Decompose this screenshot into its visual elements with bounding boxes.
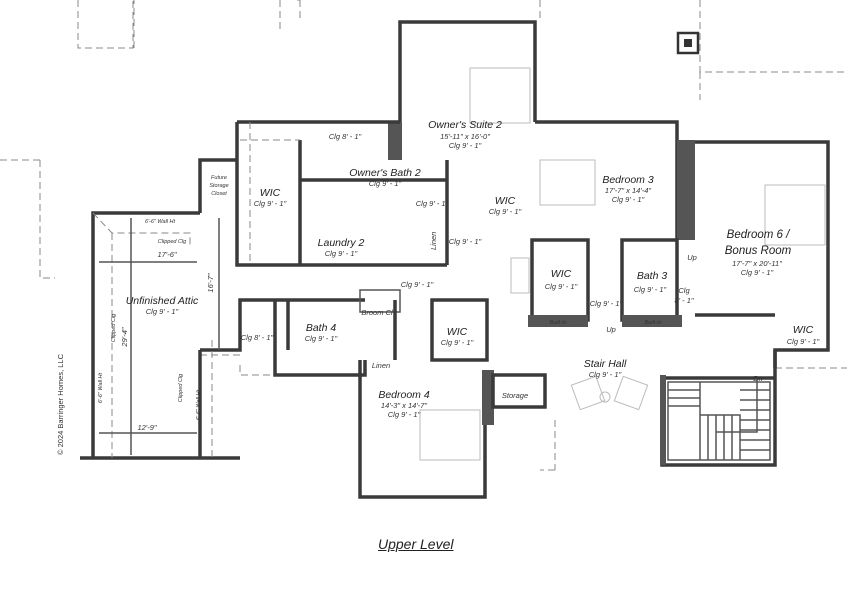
room-size: 17'-7" x 20'-11" (732, 259, 782, 268)
room-ceiling: Clg 9' - 1" (589, 370, 622, 379)
dimension-label: 16'-7" (206, 273, 215, 292)
room-ceiling: Clg 9' - 1" (441, 338, 474, 347)
room-storage: Storage (502, 391, 528, 400)
room-future-storage: Future Storage Closet (209, 175, 229, 197)
dimension-label: 12'-9" (137, 423, 156, 432)
room-owners-bath: Owner's Bath 2 (349, 167, 421, 179)
room-size: 15'-11" x 16'-0" (440, 132, 490, 141)
room-ceiling: Clg 9' - 1" (489, 207, 522, 216)
room-wic: WIC (447, 326, 468, 338)
wall-height-label: 6'-6" Wall Ht (196, 389, 202, 420)
room-ceiling: Clg 9' - 1" (369, 179, 402, 188)
plan-title: Upper Level (378, 536, 454, 552)
room-ceiling: Clg 9' - 1" (741, 268, 774, 277)
room-broom-closet: Broom Cl (361, 308, 393, 317)
clipped-ceiling-label: Clipped Clg (158, 239, 187, 245)
room-bedroom-4: Bedroom 4 (378, 389, 430, 401)
room-size: 14'-3" x 14'-7" (381, 401, 427, 410)
room-owners-suite: Owner's Suite 2 (428, 119, 502, 131)
room-laundry: Laundry 2 (318, 237, 365, 249)
room-stair-hall: Stair Hall (584, 358, 627, 370)
interior-details (92, 67, 826, 461)
builtin-label: Built-In (644, 320, 661, 326)
room-bonus-room: Bonus Room (725, 245, 792, 257)
builtin-label: Built-In (549, 320, 566, 326)
room-ceiling: Clg 9' - 1" (401, 280, 434, 289)
room-bedroom-6: Bedroom 6 / (727, 229, 791, 241)
room-ceiling: Clg 9' - 1" (416, 199, 449, 208)
stair-up-label: Up (687, 253, 697, 262)
room-bedroom-3: Bedroom 3 (602, 174, 654, 186)
room-ceiling: Clg 9' - 1" (305, 334, 338, 343)
room-wic: WIC (793, 324, 814, 336)
room-ceiling: Clg 9' - 1" (634, 285, 667, 294)
clipped-ceiling-label: Clipped Clg (178, 373, 184, 402)
stair-down-label: Dn (753, 374, 763, 383)
room-unfinished-attic: Unfinished Attic (126, 295, 199, 307)
stair-up-label: Up (606, 325, 616, 334)
room-ceiling: Clg 9' - 1" (325, 249, 358, 258)
room-ceiling: Clg 9' - 1" (787, 337, 820, 346)
copyright-notice: © 2024 Barringer Homes, LLC (56, 353, 65, 455)
room-wic: WIC (495, 195, 516, 207)
room-bath-4: Bath 4 (306, 322, 337, 334)
clipped-ceiling-label: Clipped Clg (111, 313, 117, 342)
dimension-label: 17'-6" (157, 250, 176, 259)
chimney-icon (676, 31, 700, 55)
wall-height-label: 6'-6" Wall Ht (98, 372, 104, 403)
room-ceiling: Clg 9' - 1" (545, 282, 578, 291)
room-ceiling: Clg (678, 286, 690, 295)
room-ceiling: Clg 9' - 1" (612, 195, 645, 204)
room-ceiling: Clg 9' - 1" (254, 199, 287, 208)
chimney-flue (684, 39, 692, 47)
room-wic: WIC (551, 268, 572, 280)
room-ceiling: Clg 9' - 1" (590, 299, 623, 308)
wall-height-label: 6'-6" Wall Ht (145, 219, 176, 225)
room-ceiling: Clg 9' - 1" (449, 141, 482, 150)
room-linen: Linen (372, 361, 390, 370)
room-ceiling: Clg 8' - 1" (241, 333, 274, 342)
room-wic: WIC (260, 187, 281, 199)
dimension-label: 29'-4" (120, 327, 129, 347)
room-ceiling: Clg 8' - 1" (329, 132, 362, 141)
room-bath-3: Bath 3 (637, 270, 668, 282)
room-size: 17'-7" x 14'-4" (605, 186, 651, 195)
room-ceiling: Clg 9' - 1" (146, 307, 179, 316)
walls (80, 20, 830, 499)
room-ceiling: Clg 9' - 1" (449, 237, 482, 246)
room-ceiling: 8' - 1" (674, 296, 693, 305)
room-linen: Linen (429, 232, 438, 250)
room-ceiling: Clg 9' - 1" (388, 410, 421, 419)
room-labels: Owner's Suite 2 15'-11" x 16'-0" Clg 9' … (56, 119, 820, 455)
